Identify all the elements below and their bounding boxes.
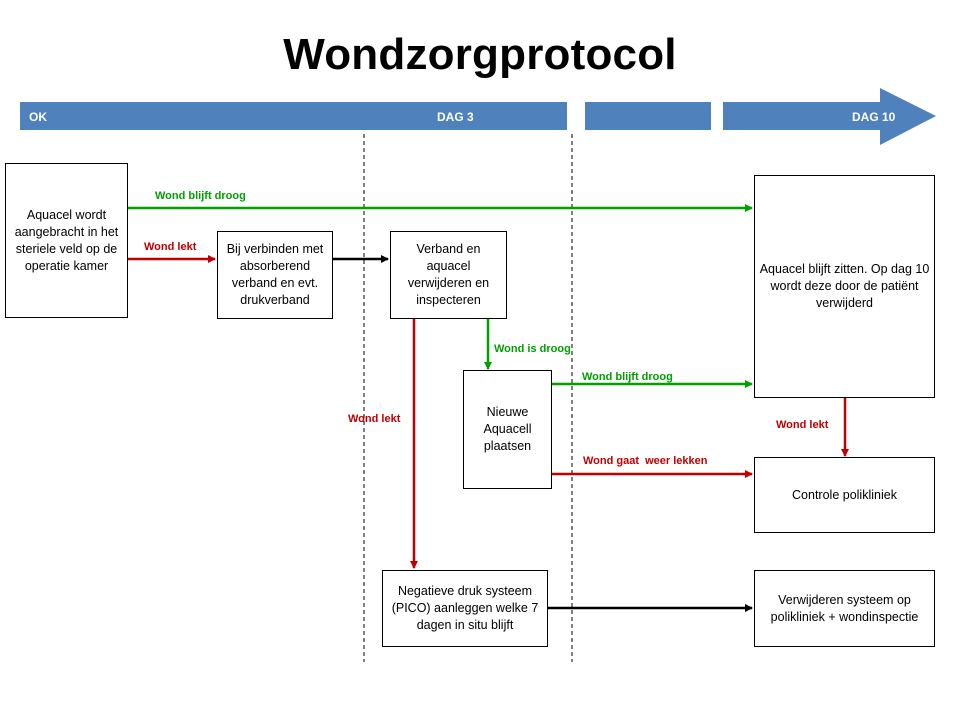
box-verband-verwijderen: Verband en aquacel verwijderen en inspec… — [390, 231, 507, 319]
label-wond-lekt-mid: Wond lekt — [348, 413, 401, 425]
box-controle-polikliniek: Controle polikliniek — [754, 457, 935, 533]
timeline-label-ok: OK — [29, 110, 47, 124]
timeline-label-dag3: DAG 3 — [437, 110, 474, 124]
timeline-label-dag10: DAG 10 — [852, 110, 896, 124]
timeline-segment-1 — [20, 102, 567, 130]
timeline-segment-3 — [723, 102, 881, 130]
box-pico: Negatieve druk systeem (PICO) aanleggen … — [382, 570, 548, 647]
page-title: Wondzorgprotocol — [283, 30, 677, 79]
timeline-segment-2 — [585, 102, 711, 130]
label-wond-blijft-droog-mid: Wond blijft droog — [582, 371, 673, 383]
label-wond-lekt-left: Wond lekt — [144, 241, 197, 253]
box-nieuwe-aquacell: Nieuwe Aquacell plaatsen — [463, 370, 552, 489]
box-bij-verbinden: Bij verbinden met absorberend verband en… — [217, 231, 333, 319]
box-verwijderen-systeem: Verwijderen systeem op polikliniek + won… — [754, 570, 935, 647]
label-wond-gaat-weer-lekken: Wond gaat weer lekken — [583, 455, 708, 467]
label-wond-blijft-droog-top: Wond blijft droog — [155, 190, 246, 202]
label-wond-is-droog: Wond is droog — [494, 343, 571, 355]
label-wond-lekt-right: Wond lekt — [776, 419, 829, 431]
box-aquacel-ok: Aquacel wordt aangebracht in het steriel… — [5, 163, 128, 318]
box-aquacel-blijft: Aquacel blijft zitten. Op dag 10 wordt d… — [754, 175, 935, 398]
